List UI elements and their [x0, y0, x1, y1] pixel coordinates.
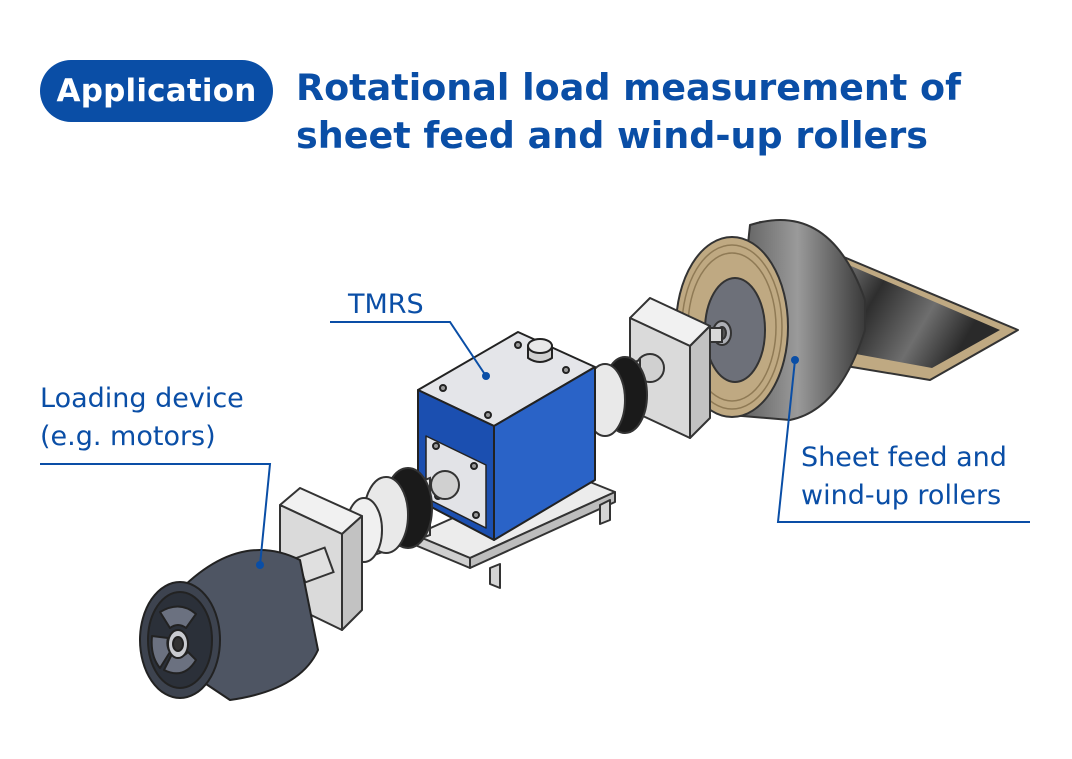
title-line-2: sheet feed and wind-up rollers — [296, 114, 928, 157]
loading-device-label-line-1: Loading device — [40, 383, 244, 414]
loading-device-label: Loading device (e.g. motors) — [40, 380, 244, 456]
page-title: Rotational load measurement of sheet fee… — [296, 64, 1036, 160]
left-coupling — [345, 467, 460, 563]
tmrs-label-text: TMRS — [348, 289, 424, 320]
wind-up-roller — [675, 219, 1019, 421]
tmrs-label: TMRS — [348, 286, 424, 324]
title-line-1: Rotational load measurement of — [296, 66, 961, 109]
leader-loading — [40, 463, 272, 569]
application-badge: Application — [40, 60, 273, 122]
motor — [139, 549, 319, 701]
right-coupling — [584, 353, 665, 437]
loading-device-label-line-2: (e.g. motors) — [40, 421, 216, 452]
leader-rollers — [776, 356, 1030, 523]
rollers-label-line-2: wind-up rollers — [801, 480, 1002, 511]
rollers-label-line-1: Sheet feed and — [801, 442, 1007, 473]
leader-tmrs — [330, 321, 490, 380]
rollers-label: Sheet feed and wind-up rollers — [801, 439, 1007, 515]
